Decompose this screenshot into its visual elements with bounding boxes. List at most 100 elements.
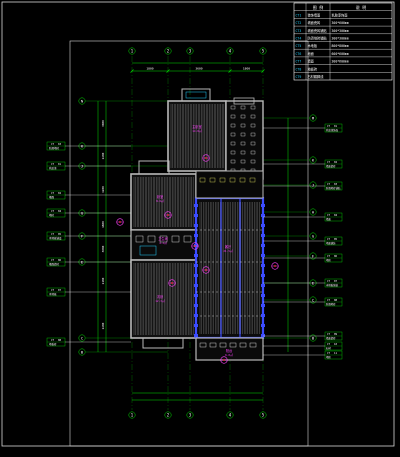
tag-code: CT: [327, 213, 331, 217]
column-mark: [261, 304, 265, 307]
tag-ref: 01: [334, 124, 338, 128]
axis-label-left: B: [81, 350, 84, 355]
kitchen-fixture: [230, 150, 236, 155]
tag-text: 防滑地砖: [49, 146, 60, 150]
corridor-light: [239, 177, 246, 183]
tag-code: CT: [51, 338, 55, 342]
column-mark: [261, 274, 265, 277]
room-area: 4.2㎡: [159, 241, 167, 245]
axis-bubble-right: [309, 334, 317, 342]
dim-text-left: 2100: [101, 277, 105, 284]
axis-bubble-right: [309, 232, 317, 240]
axis-label-bottom: 3: [189, 413, 192, 418]
tag-ref: 03: [58, 142, 62, 146]
axis-bubble-top: [259, 47, 267, 55]
balcony-planter: [249, 342, 257, 348]
axis-label-bottom: 5: [262, 413, 265, 418]
tag-code: CT: [327, 332, 331, 336]
tag-code: CT: [327, 279, 331, 283]
legend-name: 墙面瓷砖: [308, 20, 322, 25]
tag-text: 地砖: [326, 355, 331, 359]
room-area: 12.3㎡: [155, 299, 165, 303]
dim-text-top: 1800: [146, 67, 153, 71]
tag-code: CT: [327, 342, 331, 346]
kitchen-fixture: [230, 105, 236, 110]
tag-text: 乳胶漆饰面: [326, 128, 339, 132]
axis-bubble-left: [78, 348, 86, 356]
axis-label-right: C: [312, 298, 314, 303]
tag-text: 墙面: [49, 195, 55, 199]
tag-ref: 08: [58, 338, 62, 342]
room-labels: 主卧室14.8㎡卧室9.6㎡客厅21.5㎡次卧12.3㎡卫生间4.2㎡阳台6.0…: [155, 124, 233, 357]
dim-tick: [166, 69, 170, 73]
axis-label-top: 3: [189, 49, 192, 54]
kitchen-fixture: [240, 159, 246, 164]
axis-bubble-top: [164, 47, 172, 55]
legend-name: 石材踢脚线: [308, 74, 325, 79]
legend-note: 乳胶漆饰面: [332, 12, 348, 17]
column-mark: [194, 304, 198, 307]
column-mark: [194, 264, 198, 267]
corridor-light: [199, 177, 206, 183]
kitchen-fixture: [250, 132, 256, 137]
kitchen-fixture: [230, 159, 236, 164]
tag-text: 乳胶漆: [49, 166, 57, 170]
legend-note: 300*600mm: [332, 21, 349, 25]
tag-code: CT: [327, 237, 331, 241]
column-mark: [261, 294, 265, 297]
kitchen-fixture: [240, 141, 246, 146]
kitchen-fixture: [240, 123, 246, 128]
tag-ref: 04: [58, 209, 62, 213]
column-mark: [194, 204, 198, 207]
legend-name: 墙面: [308, 59, 314, 64]
axis-bubble-right: [309, 156, 317, 164]
tag-ref: 06: [58, 258, 62, 262]
tag-text: 地砖: [49, 213, 55, 217]
kitchen-fixture: [250, 105, 256, 110]
bath-fixture: [171, 235, 180, 243]
bath-fixture: [183, 235, 192, 243]
legend-symbol: CT1: [296, 13, 302, 17]
kitchen-fixture: [250, 141, 256, 146]
column-mark: [261, 234, 265, 237]
axis-bubble-right: [309, 296, 317, 304]
column-mark: [194, 244, 198, 247]
tag-text: 木地板铺装: [326, 283, 339, 287]
kitchen-fixture: [230, 114, 236, 119]
axis-label-bottom: 4: [229, 413, 232, 418]
axis-label-right: J: [312, 183, 314, 188]
tag-text: 防滑地砖铺贴: [326, 186, 341, 190]
tag-code: CT: [327, 298, 331, 302]
bath-fixture: [135, 235, 144, 243]
kitchen-fixture: [250, 123, 256, 128]
tag-code: CT: [51, 258, 55, 262]
tag-ref: 01: [58, 162, 62, 166]
column-mark: [194, 294, 198, 297]
legend-note: 300*600mm: [332, 60, 349, 64]
section-marker-dot: [205, 157, 207, 159]
tag-ref: 08: [334, 298, 338, 302]
axis-bubble-top: [186, 47, 194, 55]
column-mark: [261, 264, 265, 267]
legend-symbol: CT6: [296, 52, 302, 56]
tag-text: 地砖: [326, 258, 331, 262]
tag-ref: 06: [334, 254, 338, 258]
axis-label-top: 2: [167, 49, 170, 54]
kitchen-fixture: [240, 114, 246, 119]
tag-code: CT: [327, 160, 331, 164]
tag-text: 墙面瓷砖: [49, 262, 60, 266]
tag-code: CT: [51, 191, 55, 195]
section-marker-dot: [223, 359, 225, 361]
kitchen-fixture: [240, 105, 246, 110]
room-kitchen: [225, 100, 264, 180]
legend-header: 图 例: [313, 4, 323, 10]
column-mark: [194, 284, 198, 287]
room-area: 6.0㎡: [225, 353, 233, 357]
legend-note: 800*800mm: [332, 44, 349, 48]
tag-text: 石材: [326, 346, 331, 350]
tag-ref: 02: [58, 191, 62, 195]
legend-note: 300*300mm: [332, 29, 349, 33]
legend-symbol: CT7: [296, 60, 302, 64]
